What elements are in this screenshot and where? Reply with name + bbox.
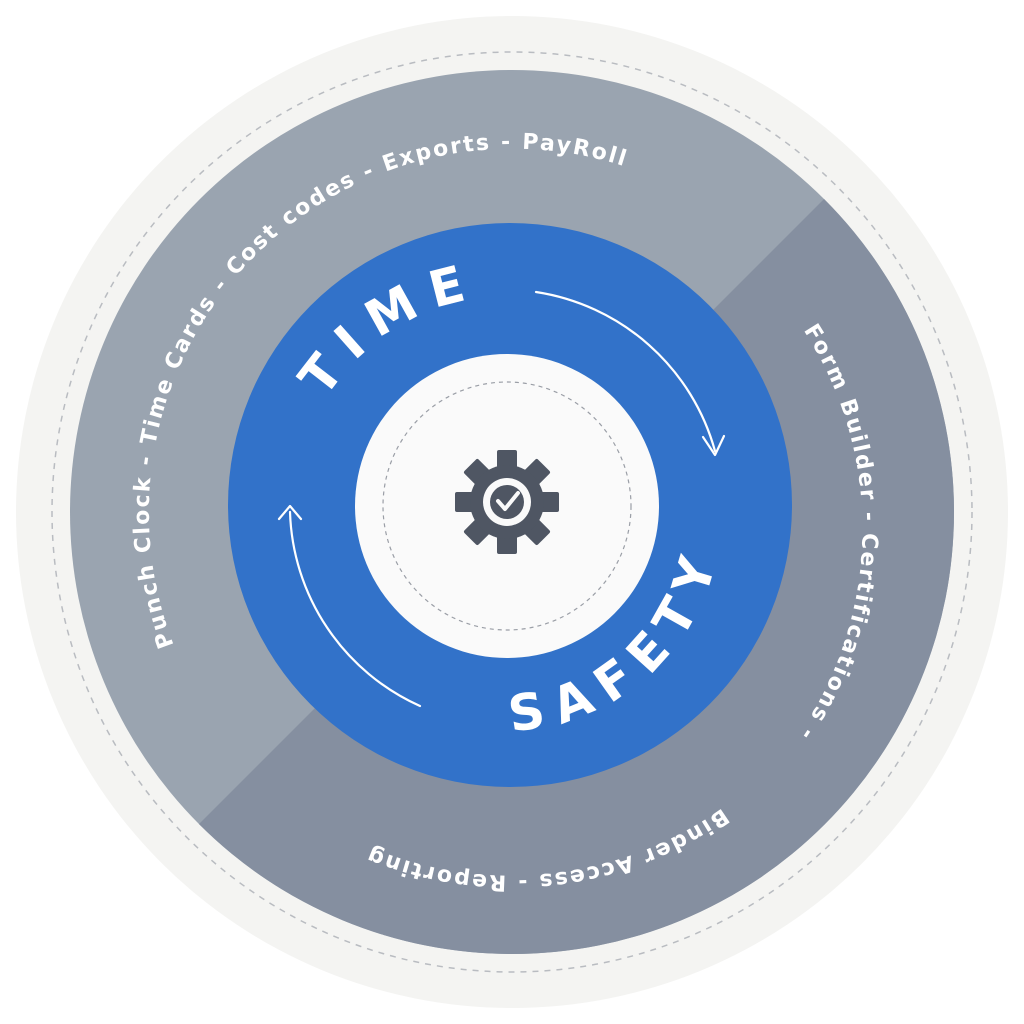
outer-dashed-ring (51, 51, 973, 973)
center-dashed-ring (382, 381, 632, 631)
gear-check-icon (455, 450, 559, 554)
cycle-arrow-top-right (534, 290, 726, 457)
cycle-arrow-bottom-left (277, 504, 422, 708)
